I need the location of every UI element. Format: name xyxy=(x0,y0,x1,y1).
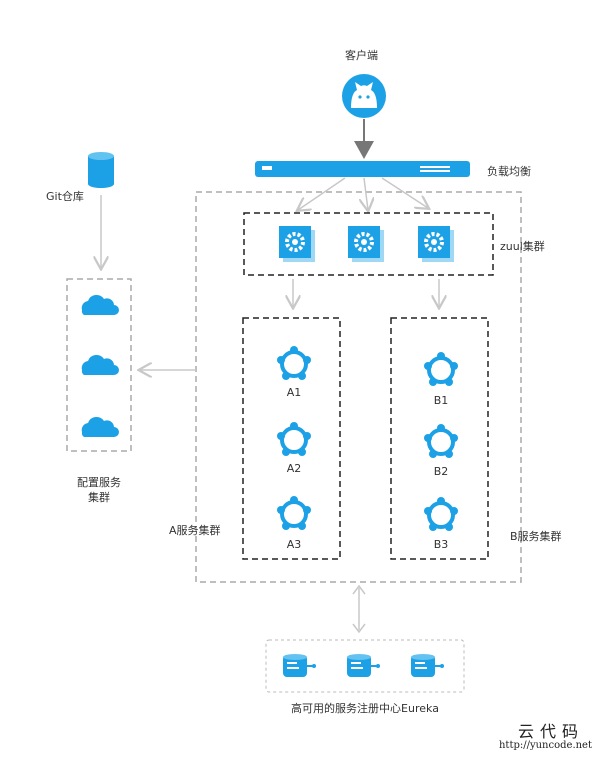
eureka-server-icon xyxy=(283,654,316,677)
service-node-a1-icon xyxy=(277,346,311,380)
cloud-icon xyxy=(81,416,119,437)
database-cylinder-icon xyxy=(88,152,114,188)
github-cat-icon xyxy=(342,74,386,118)
service-node-b3-icon xyxy=(424,497,458,531)
config-cluster-label-line2: 集群 xyxy=(88,491,110,504)
service-node-a1-label: A1 xyxy=(286,386,302,399)
a-cluster-label: A服务集群 xyxy=(169,524,221,537)
zuul-gear-3 xyxy=(418,226,454,262)
load-balancer-device xyxy=(255,161,470,177)
service-node-b2-label: B2 xyxy=(433,465,449,478)
service-node-a2-icon xyxy=(277,422,311,456)
cloud-icon xyxy=(81,354,119,375)
watermark-title: 云代码 xyxy=(517,722,584,741)
zuul-gear-2 xyxy=(348,226,384,262)
eureka-server-icon xyxy=(347,654,380,677)
zuul-cluster-box xyxy=(243,212,494,276)
service-node-b2-icon xyxy=(424,424,458,458)
watermark-url: http://yuncode.net xyxy=(498,740,592,751)
service-node-a2-label: A2 xyxy=(286,462,302,475)
b-cluster-label: B服务集群 xyxy=(510,530,562,543)
zuul-gear-1 xyxy=(279,226,315,262)
service-area-box xyxy=(195,191,522,583)
eureka-server-icon xyxy=(411,654,444,677)
load-balancer-label: 负载均衡 xyxy=(487,165,531,178)
arrows-lb-to-zuul xyxy=(298,177,428,210)
service-node-b1-label: B1 xyxy=(433,394,449,407)
cloud-icon xyxy=(81,294,119,315)
client-label: 客户端 xyxy=(345,49,378,62)
a-cluster-box xyxy=(242,317,341,560)
service-node-a3-icon xyxy=(277,496,311,530)
git-repo-label: Git仓库 xyxy=(46,190,84,203)
config-cluster-label-line1: 配置服务 xyxy=(77,476,121,489)
service-node-a3-label: A3 xyxy=(286,538,302,551)
zuul-cluster-label: zuul集群 xyxy=(500,240,545,253)
b-cluster-box xyxy=(390,317,489,560)
eureka-label: 高可用的服务注册中心Eureka xyxy=(291,702,439,715)
service-node-b3-label: B3 xyxy=(433,538,449,551)
config-cluster-box xyxy=(66,278,132,452)
arrow-services-eureka xyxy=(352,584,366,634)
eureka-cluster-box xyxy=(265,639,465,693)
service-node-b1-icon xyxy=(424,352,458,386)
